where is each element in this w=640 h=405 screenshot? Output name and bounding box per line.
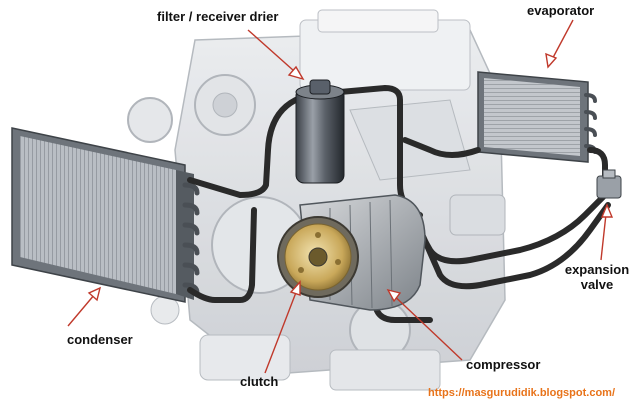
label-expansion-valve: expansion valve [556,262,638,292]
filter-receiver-drier [295,79,345,184]
label-expansion-valve-line1: expansion [564,262,630,277]
arrow-to-clutch [264,280,301,374]
evaporator [477,71,597,163]
label-condenser: condenser [67,332,133,347]
arrow-to-evaporator [545,19,574,69]
condenser [11,127,200,303]
arrow-to-compressor [386,288,463,361]
arrow-to-receiver-drier [247,29,305,81]
pointer-arrows [67,19,614,374]
label-filter-receiver-drier: filter / receiver drier [157,9,279,24]
watermark-url: https://masgurudidik.blogspot.com/ [428,387,615,399]
clutch [277,216,359,298]
label-expansion-valve-line2: valve [580,277,614,292]
label-compressor: compressor [466,357,541,372]
label-clutch: clutch [240,374,279,389]
label-evaporator: evaporator [527,3,595,18]
expansion-valve [596,169,622,199]
arrow-to-condenser [67,286,102,327]
arrow-to-expansion-valve [600,203,614,261]
